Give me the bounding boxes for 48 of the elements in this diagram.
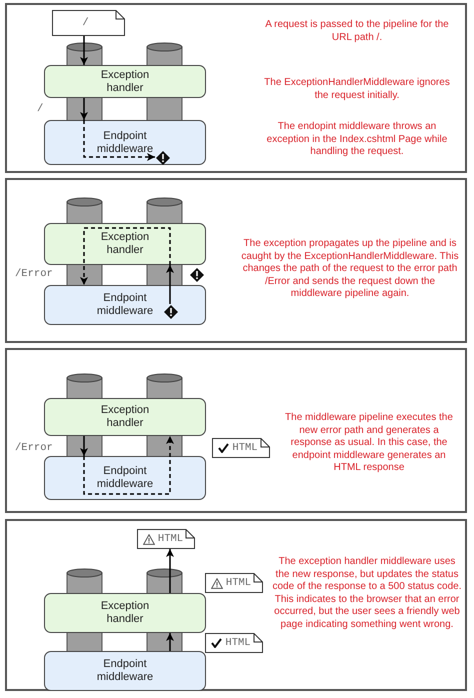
box-label: Endpoint middleware	[96, 130, 154, 156]
box-label: Endpoint middleware	[96, 465, 154, 491]
document-text: HTML	[158, 533, 184, 545]
document-text: /	[82, 17, 89, 29]
document-box	[205, 573, 263, 593]
arrow	[166, 549, 174, 593]
description-text: A request is passed to the pipeline for the URL path /.	[264, 19, 450, 44]
path-label: /	[37, 103, 44, 115]
document-box	[212, 438, 270, 458]
middleware-box	[44, 651, 206, 691]
panel	[5, 178, 467, 343]
path-label: /Error	[15, 268, 53, 280]
box-label: Endpoint middleware	[96, 292, 154, 318]
description-text: The exception handler middleware uses the new response, but updates the status code of the response to a 500 status code. This indicates to the browser that an error occurred, but the user sees a friendly web page indicating something went wrong.	[272, 556, 462, 631]
document-text: HTML	[225, 637, 251, 649]
middleware-box	[44, 285, 206, 325]
box-label: Exception handler	[100, 68, 150, 94]
description-text: The ExceptionHandlerMiddleware ignores the request initially.	[263, 77, 451, 102]
document-box	[52, 10, 125, 36]
description-text: The endopint middleware throws an exception in the Index.cshtml Page while handling the request.	[266, 121, 448, 158]
document-box	[205, 633, 263, 653]
path-label: /Error	[15, 442, 53, 454]
panel	[5, 519, 467, 691]
panel	[5, 3, 467, 173]
arrow	[80, 227, 171, 285]
panel	[5, 348, 467, 513]
description-text: The exception propagates up the pipeline and is caught by the ExceptionHandlerMiddleware. This changes the path of the request to the error path /Error and sends the request down the middleware pipeline again.	[240, 238, 460, 300]
middleware-box	[44, 398, 206, 436]
arrow	[80, 36, 88, 65]
middleware-box	[44, 120, 206, 165]
box-label: Exception handler	[100, 231, 150, 257]
arrow	[83, 436, 174, 495]
document-text: HTML	[226, 577, 252, 589]
box-label: Exception handler	[100, 600, 150, 626]
middleware-box	[44, 456, 206, 500]
description-text: The middleware pipeline executes the new error path and generates a response as usual. In this case, the endpoint middleware generates an HTML response	[284, 412, 454, 474]
arrow	[80, 436, 88, 456]
arrow	[83, 120, 155, 161]
document-text: HTML	[232, 442, 258, 454]
middleware-box	[44, 593, 206, 633]
document-box	[137, 529, 195, 549]
box-label: Exception handler	[100, 404, 150, 430]
arrow	[166, 265, 174, 304]
middleware-box	[44, 223, 206, 265]
arrow	[80, 98, 88, 120]
box-label: Endpoint middleware	[96, 658, 154, 684]
middleware-box	[44, 65, 206, 98]
arrow	[166, 633, 174, 651]
